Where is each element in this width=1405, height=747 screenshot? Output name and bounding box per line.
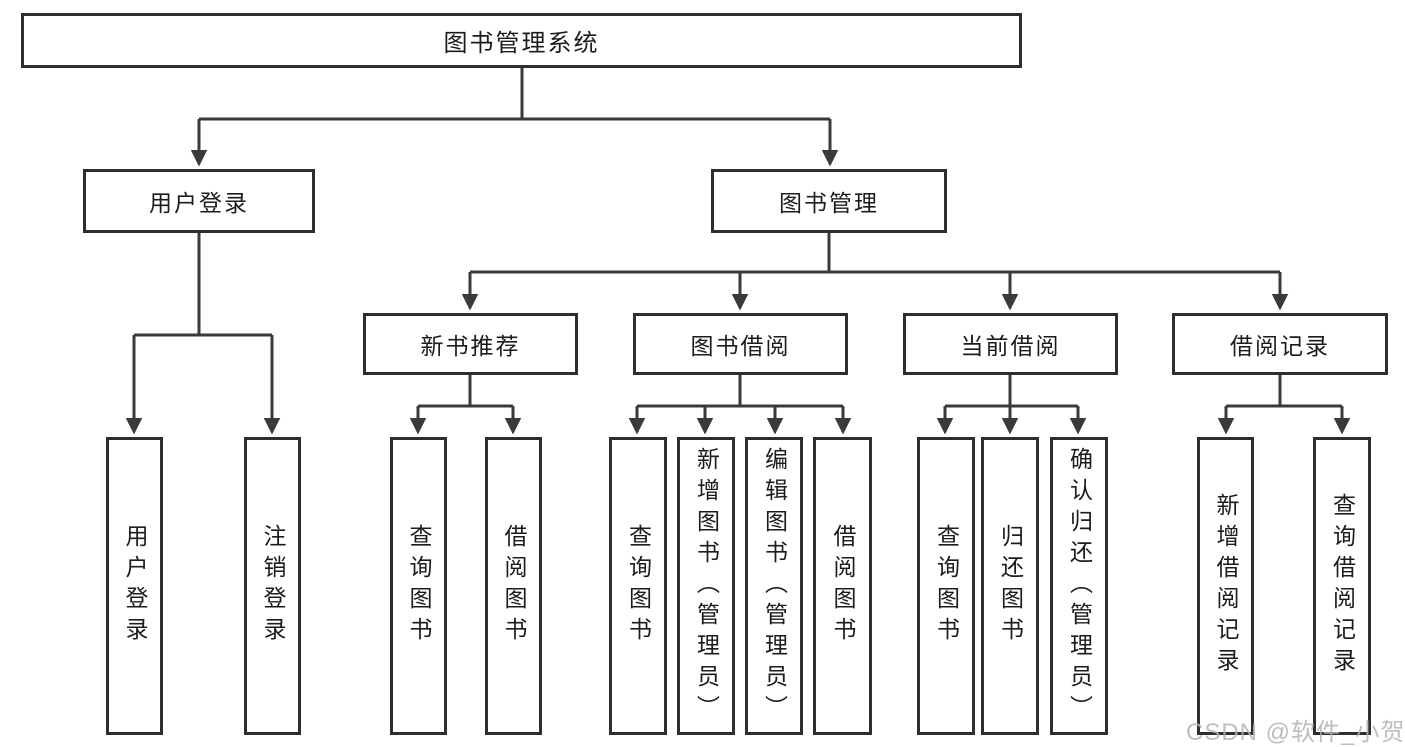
leaf-add-borrow-record: 新增借阅记录 (1197, 437, 1254, 735)
node-user-login: 用户登录 (83, 169, 315, 233)
leaf-label: 借阅图书 (830, 524, 856, 648)
watermark: CSDN @软件_小贺同学 (1186, 719, 1405, 746)
connector-user-login-children (125, 233, 281, 435)
node-book-management: 图书管理 (711, 169, 947, 233)
connector-current-borrowing-children (936, 375, 1087, 435)
leaf-label: 编辑图书（管理员） (761, 446, 788, 726)
leaf-label: 查询借阅记录 (1329, 493, 1356, 679)
leaf-logout: 注销登录 (244, 437, 301, 735)
leaf-edit-book-admin: 编辑图书（管理员） (745, 437, 803, 735)
leaf-return-book: 归还图书 (981, 437, 1039, 735)
leaf-query-books-borrowing: 查询图书 (609, 437, 667, 735)
leaf-query-books-current: 查询图书 (917, 437, 975, 735)
node-borrowing-records: 借阅记录 (1172, 313, 1388, 375)
node-root: 图书管理系统 (21, 13, 1022, 68)
connector-root-to-level2 (190, 68, 839, 167)
leaf-borrow-books-borrowing: 借阅图书 (813, 437, 872, 735)
node-new-book-recommend: 新书推荐 (363, 313, 578, 375)
leaf-add-book-admin: 新增图书（管理员） (677, 437, 735, 735)
leaf-label: 借阅图书 (501, 524, 527, 648)
connector-borrowing-records-children (1217, 375, 1351, 435)
connector-new-book-rec-children (409, 375, 522, 435)
node-book-borrowing: 图书借阅 (633, 313, 848, 375)
leaf-label: 查询图书 (933, 524, 960, 648)
node-current-borrowing: 当前借阅 (903, 313, 1118, 375)
leaf-label: 注销登录 (260, 524, 286, 648)
leaf-query-borrow-record: 查询借阅记录 (1313, 437, 1371, 735)
leaf-label: 查询图书 (625, 524, 652, 648)
leaf-borrow-books-recommend: 借阅图书 (485, 437, 542, 735)
leaf-label: 归还图书 (997, 524, 1024, 648)
connector-book-borrowing-children (628, 375, 852, 435)
leaf-query-books-recommend: 查询图书 (390, 437, 447, 735)
leaf-label: 新增借阅记录 (1213, 493, 1239, 679)
leaf-label: 查询图书 (406, 524, 432, 648)
leaf-label: 用户登录 (122, 524, 148, 648)
leaf-user-login: 用户登录 (106, 437, 163, 735)
leaf-label: 确认归还（管理员） (1066, 446, 1093, 726)
leaf-confirm-return-admin: 确认归还（管理员） (1050, 437, 1108, 735)
leaf-label: 新增图书（管理员） (693, 446, 720, 726)
connector-book-mgmt-to-level3 (461, 233, 1289, 311)
